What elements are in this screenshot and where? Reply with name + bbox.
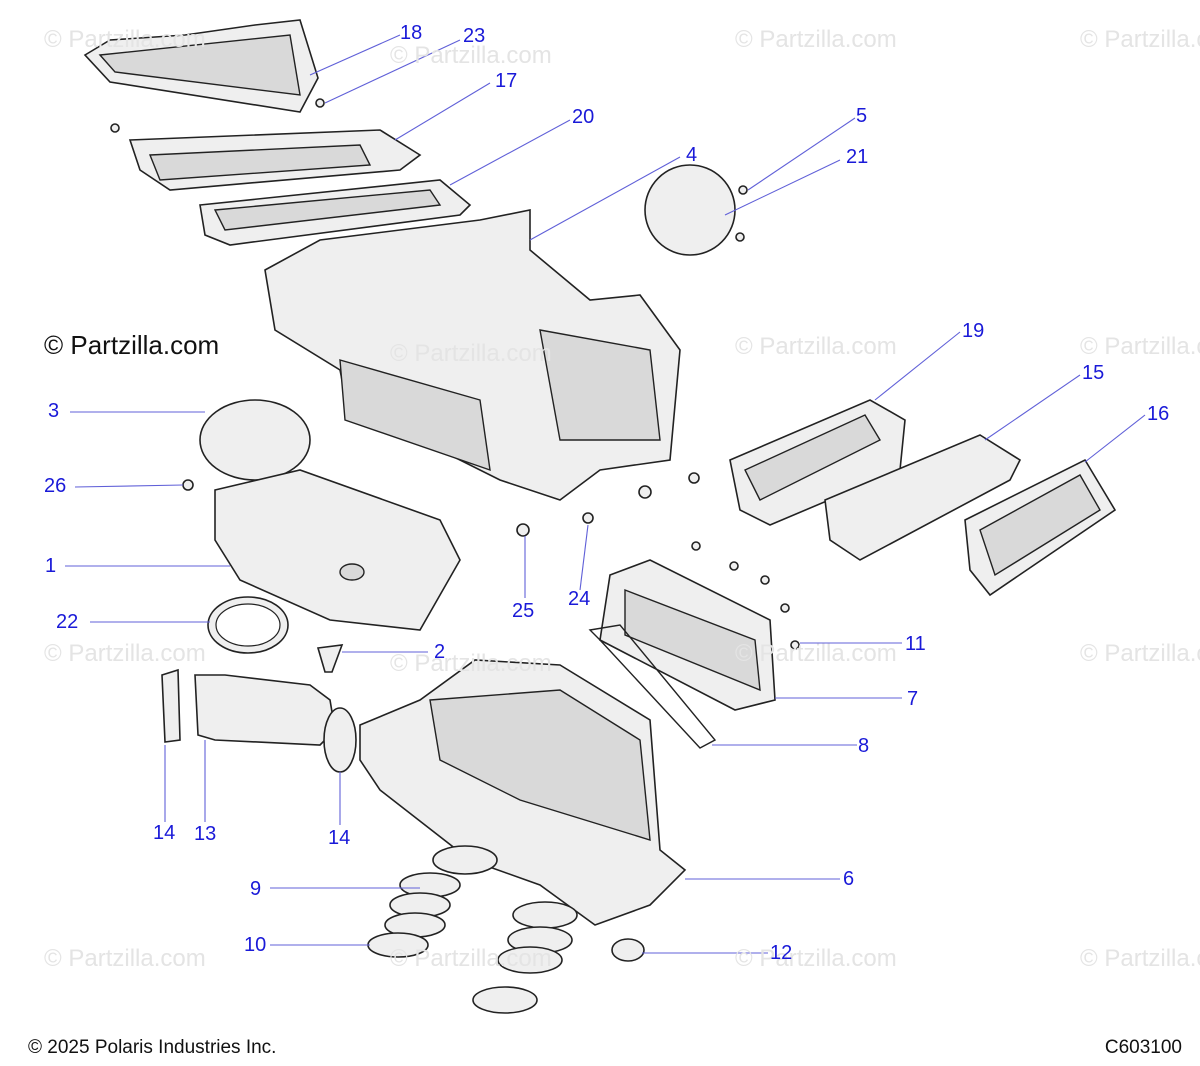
part-14-ring-right: [323, 707, 357, 773]
part-16-gasket: [964, 458, 1117, 597]
callout-3[interactable]: 3: [48, 400, 60, 422]
callout-17[interactable]: 17: [495, 70, 518, 92]
part-7-filter: [599, 559, 776, 711]
part-10-clamps: [367, 932, 538, 1014]
watermark: © Partzilla.com: [735, 333, 897, 360]
watermark: © Partzilla.com: [44, 640, 206, 667]
watermark: © Partzilla.com: [1080, 333, 1200, 360]
part-9-couplers: [384, 845, 578, 974]
callout-23[interactable]: 23: [463, 25, 486, 47]
callout-11[interactable]: 11: [905, 633, 926, 655]
watermark: © Partzilla.com: [390, 340, 552, 367]
watermark: © Partzilla.com: [735, 945, 897, 972]
watermark: © Partzilla.com: [390, 650, 552, 677]
callout-14-right[interactable]: 14: [328, 827, 351, 849]
callout-20[interactable]: 20: [572, 106, 595, 128]
callout-18[interactable]: 18: [400, 22, 423, 44]
part-20-duct: [199, 179, 472, 246]
part-21-round-cover: [644, 164, 736, 256]
callout-7[interactable]: 7: [907, 688, 919, 710]
watermark: © Partzilla.com: [735, 26, 897, 53]
watermark: © Partzilla.com: [390, 945, 552, 972]
callout-26[interactable]: 26: [44, 475, 67, 497]
callout-14-left[interactable]: 14: [153, 822, 176, 844]
watermark: © Partzilla.com: [1080, 945, 1200, 972]
part-6-lower-airbox: [359, 659, 687, 926]
watermark: © Partzilla.com: [44, 26, 206, 53]
part-15-duct: [824, 434, 1022, 561]
partzilla-watermark: © Partzilla.com: [44, 330, 220, 360]
callout-4[interactable]: 4: [686, 144, 698, 166]
part-4-airbox-cover: [264, 209, 681, 501]
leader-lines: [65, 34, 1146, 954]
part-8-gasket: [588, 624, 717, 749]
callout-8[interactable]: 8: [858, 735, 870, 757]
part-12-plug: [611, 938, 645, 962]
callout-24[interactable]: 24: [568, 588, 591, 610]
watermark: © Partzilla.com: [1080, 26, 1200, 53]
callout-12[interactable]: 12: [770, 942, 793, 964]
diagram-code: C603100: [1104, 1037, 1182, 1058]
callout-25[interactable]: 25: [512, 600, 535, 622]
callout-13[interactable]: 13: [194, 823, 217, 845]
part-14-ring-left: [161, 668, 181, 743]
part-2-plug: [316, 644, 344, 673]
part-1-intake-tube: [199, 399, 461, 631]
part-17-duct: [128, 129, 422, 191]
copyright-text: © 2025 Polaris Industries Inc.: [28, 1037, 277, 1058]
callout-1[interactable]: 1: [45, 555, 57, 577]
watermark: © Partzilla.com: [735, 640, 897, 667]
callout-22[interactable]: 22: [56, 611, 79, 633]
callout-6[interactable]: 6: [843, 868, 855, 890]
callout-15[interactable]: 15: [1082, 362, 1105, 384]
watermark: © Partzilla.com: [390, 42, 552, 69]
watermark: © Partzilla.com: [1080, 640, 1200, 667]
watermark: © Partzilla.com: [44, 945, 206, 972]
callout-2[interactable]: 2: [434, 641, 446, 663]
callout-10[interactable]: 10: [244, 934, 267, 956]
callout-21[interactable]: 21: [846, 146, 869, 168]
callout-9[interactable]: 9: [250, 878, 262, 900]
part-22-clamp: [207, 596, 289, 654]
callout-5[interactable]: 5: [856, 105, 868, 127]
callout-19[interactable]: 19: [962, 320, 985, 342]
part-13-boot: [194, 674, 336, 746]
part-18-gasket: [83, 19, 319, 113]
callout-16[interactable]: 16: [1147, 403, 1170, 425]
